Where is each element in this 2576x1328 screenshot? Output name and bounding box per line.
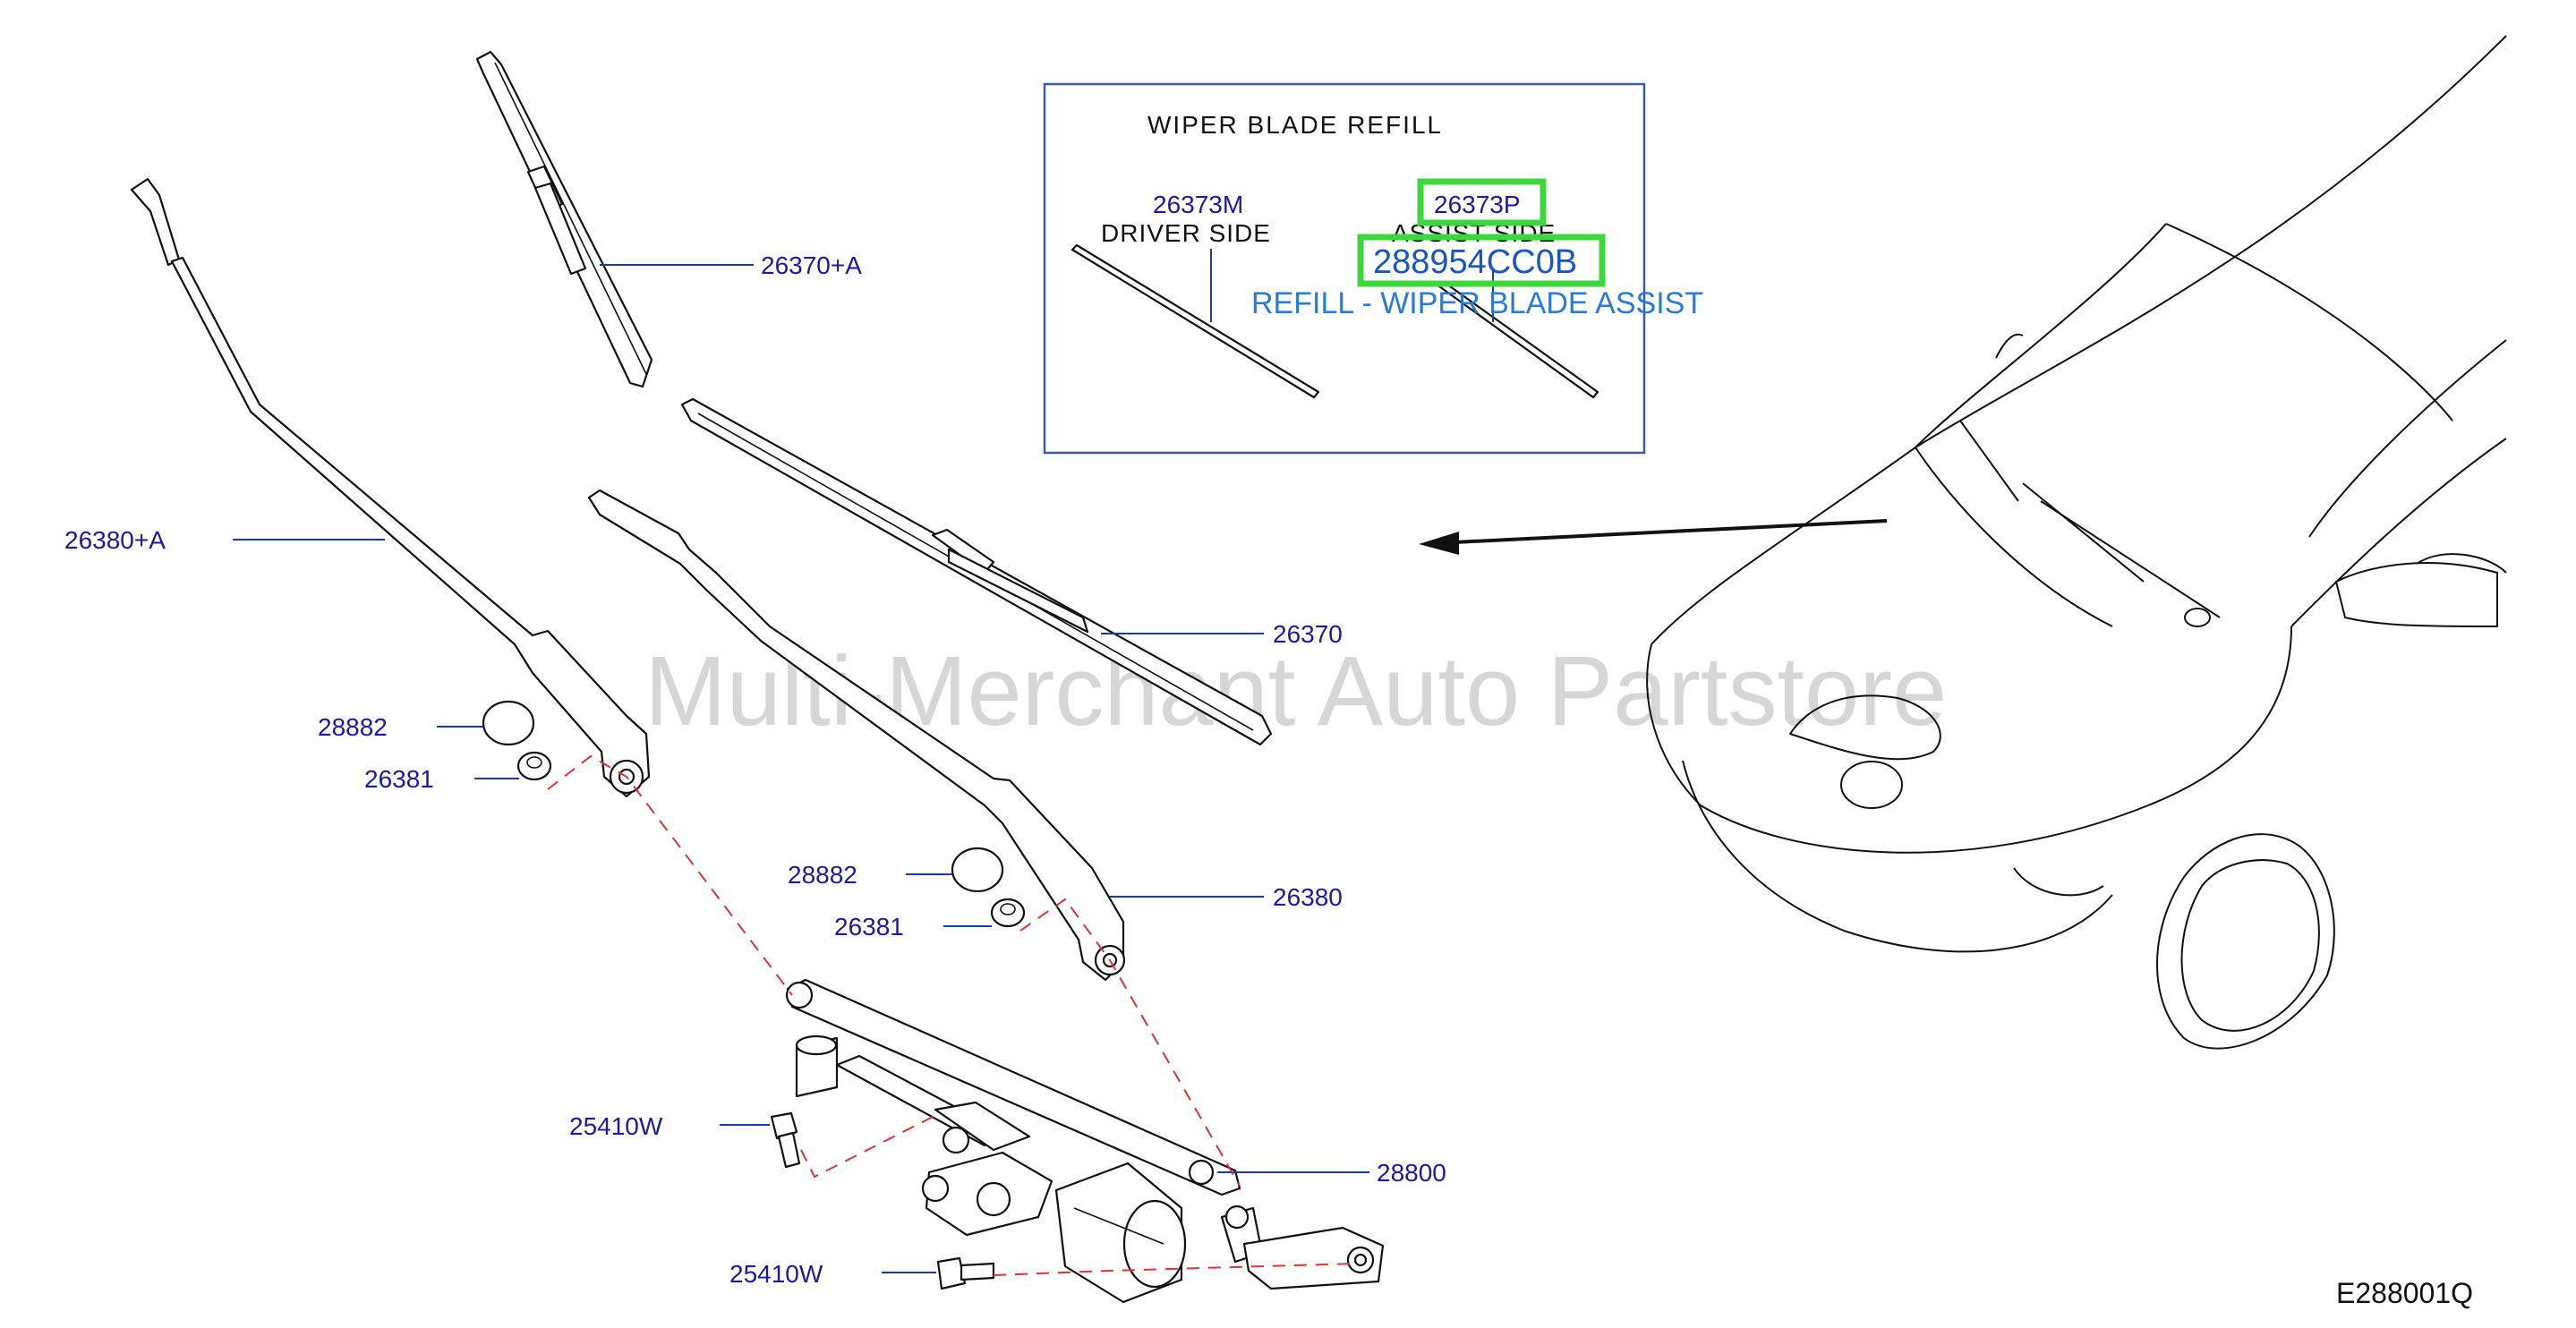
driver-arm-cap	[482, 700, 535, 746]
callout-26370: 26370	[1273, 620, 1343, 648]
assist-refill-number[interactable]: 26373P	[1434, 191, 1521, 218]
highlight-part-number[interactable]: 288954CC0B	[1373, 243, 1577, 281]
driver-refill-number: 26373M	[1153, 191, 1243, 218]
driver-refill-strip	[1070, 243, 1320, 399]
figure-code: E288001Q	[2336, 1277, 2473, 1309]
driver-side-label: DRIVER SIDE	[1101, 219, 1271, 247]
inset-title: WIPER BLADE REFILL	[1147, 111, 1443, 139]
location-arrow	[1419, 519, 1888, 555]
callout-26370A: 26370+A	[761, 251, 862, 279]
part-number-highlight[interactable]	[1357, 234, 1606, 287]
assist-part-highlight[interactable]	[1417, 178, 1547, 226]
callout-26380A: 26380+A	[64, 526, 166, 554]
callout-28882-assist: 28882	[788, 861, 857, 889]
assist-wiper-blade	[680, 397, 1273, 746]
driver-wiper-blade	[475, 50, 653, 388]
wiper-refill-inset: WIPER BLADE REFILL 26373M DRIVER SIDE AS…	[1043, 82, 1703, 455]
wiper-linkage-assembly	[785, 978, 1385, 1304]
vehicle-illustration	[1646, 35, 2507, 1050]
callout-26380: 26380	[1273, 883, 1343, 911]
callout-28882-driver: 28882	[318, 713, 388, 741]
highlight-part-description: REFILL - WIPER BLADE ASSIST	[1251, 286, 1703, 320]
callout-28800: 28800	[1377, 1159, 1446, 1187]
assist-arm-cap	[951, 847, 1004, 893]
driver-wiper-arm	[130, 177, 651, 798]
upper-bolt	[770, 1111, 801, 1169]
driver-arm-nut	[516, 751, 552, 781]
callout-25410W-lower: 25410W	[729, 1260, 823, 1288]
callout-25410W-upper: 25410W	[569, 1112, 663, 1140]
lower-bolt	[936, 1256, 995, 1290]
assist-arm-nut	[990, 898, 1026, 928]
assembly-dashed-lines	[547, 754, 1357, 1276]
callout-26381-driver: 26381	[364, 765, 434, 793]
callout-26381-assist: 26381	[834, 913, 904, 941]
inset-frame	[1043, 82, 1646, 455]
